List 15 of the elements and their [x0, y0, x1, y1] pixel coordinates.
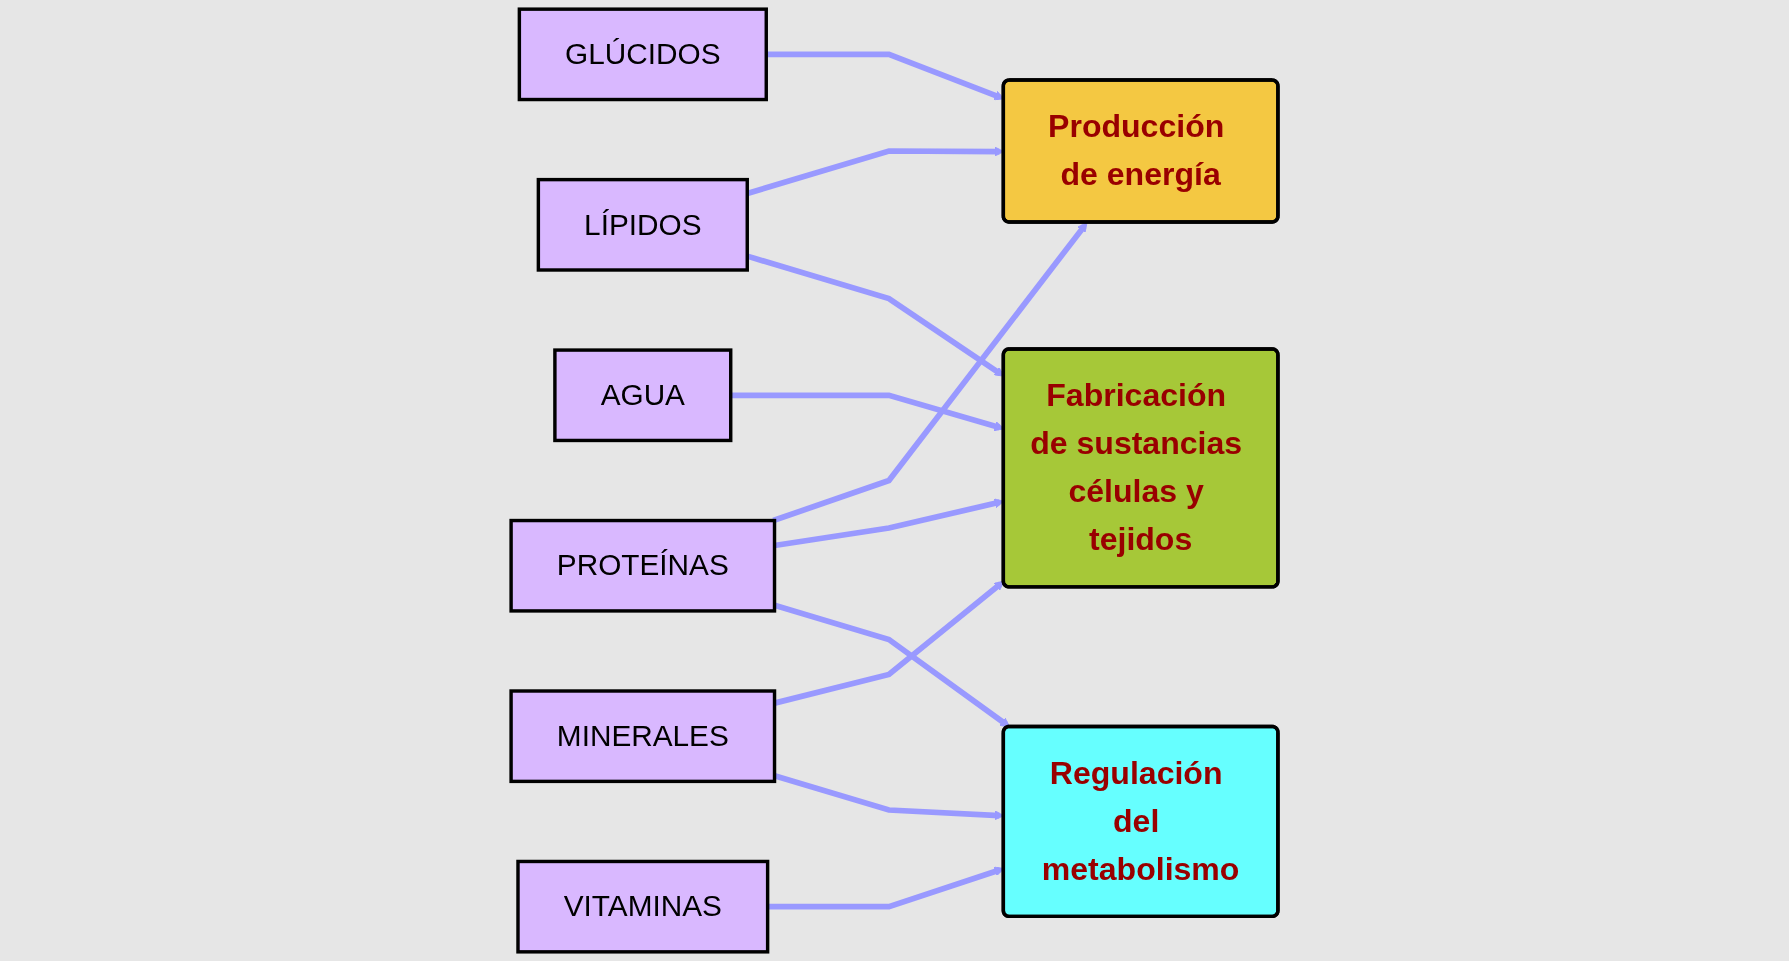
- arrow: [730, 392, 1005, 432]
- node-box: PROTEÍNAS: [509, 518, 777, 613]
- arrow: [766, 51, 1005, 101]
- arrow: [774, 498, 1005, 549]
- arrow: [773, 580, 1005, 706]
- arrow: [772, 222, 1088, 524]
- node-box: LÍPIDOS: [536, 177, 749, 272]
- arrow: [746, 253, 1005, 377]
- node-box: GLÚCIDOS: [517, 7, 768, 102]
- node-box: VITAMINAS: [516, 859, 770, 954]
- arrow: [746, 146, 1005, 197]
- arrow: [773, 602, 1011, 728]
- node-box: AGUA: [553, 348, 733, 443]
- arrow: [767, 866, 1005, 910]
- node-box: MINERALES: [509, 689, 777, 784]
